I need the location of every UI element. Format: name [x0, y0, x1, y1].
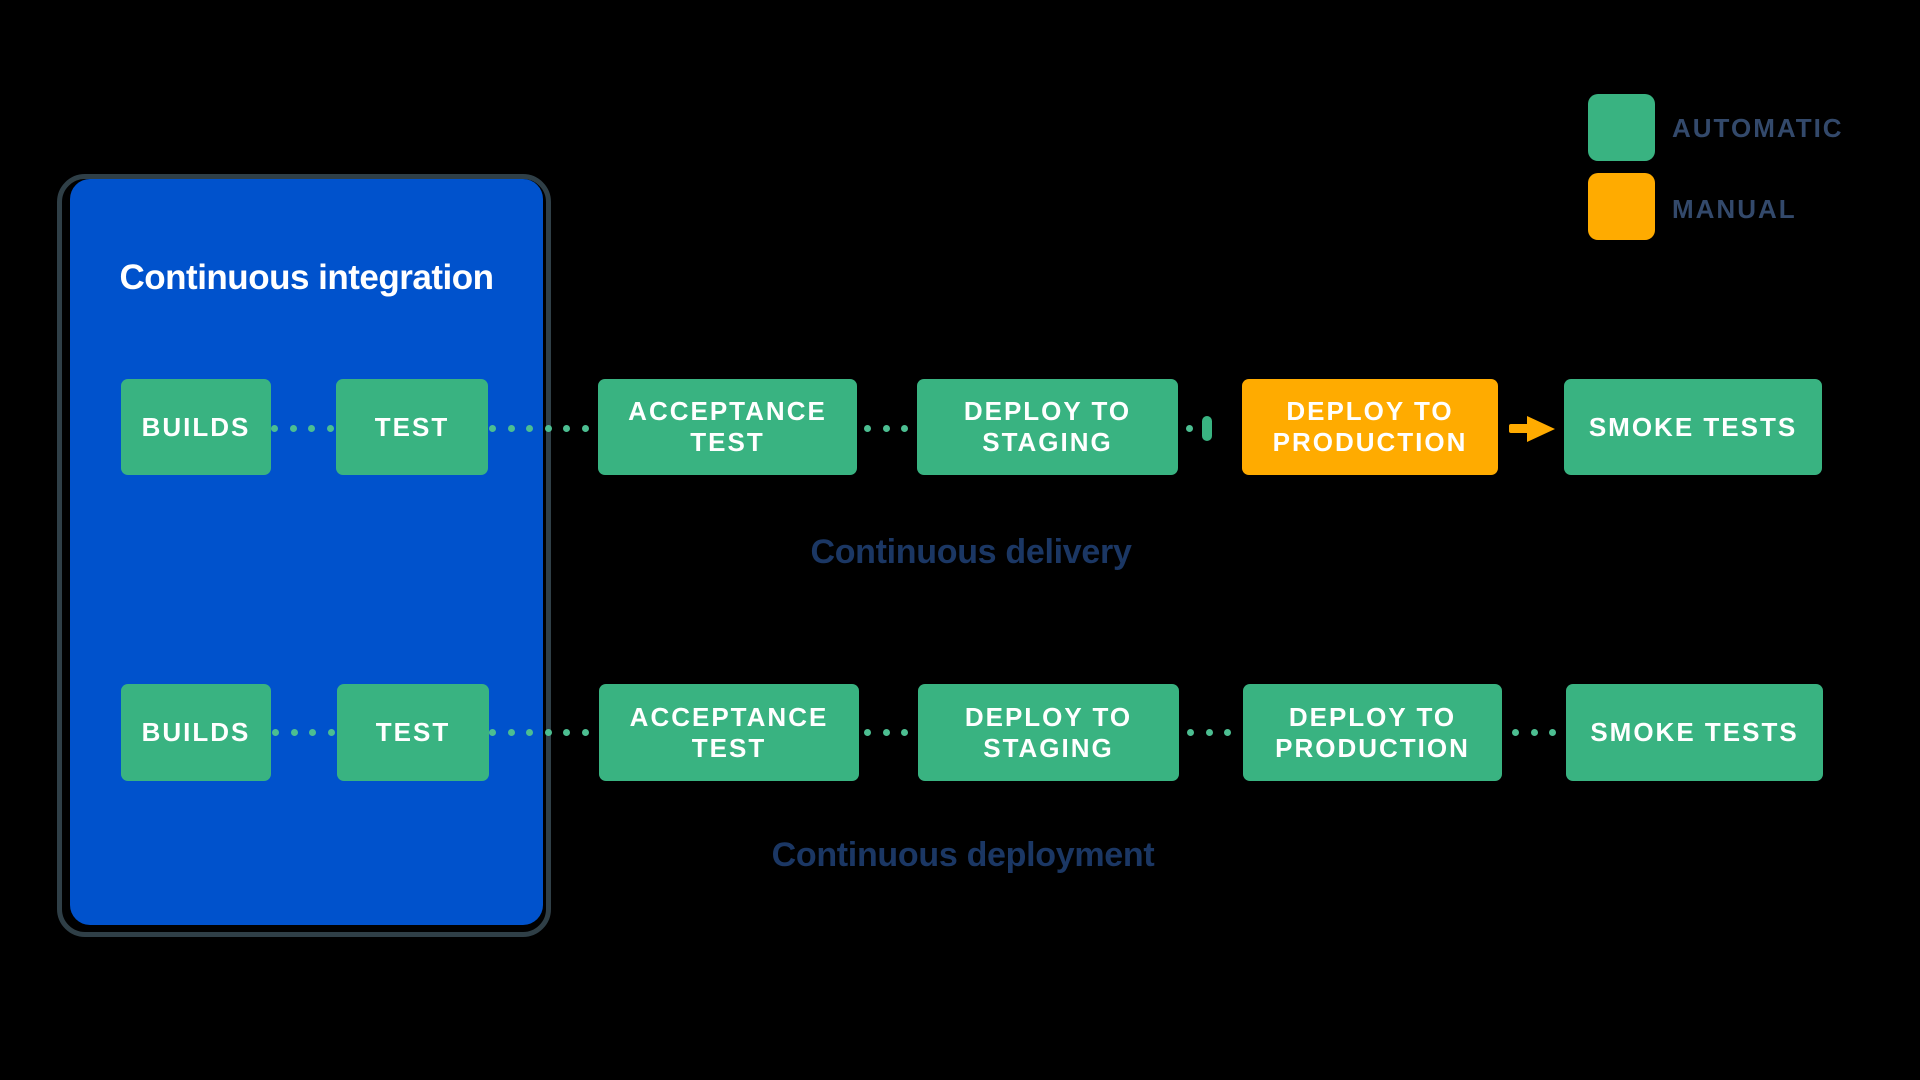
node-label: BUILDS [141, 411, 251, 442]
node-label: SMOKE TESTS [1590, 717, 1799, 748]
dot [271, 425, 278, 432]
node-label: ACCEPTANCE [629, 701, 829, 732]
dot [507, 729, 515, 736]
deploy-to-production-box-row1: DEPLOY TO PRODUCTION [1242, 379, 1498, 475]
dot [1530, 729, 1538, 736]
dot [272, 729, 279, 736]
test-box-row1: TEST [336, 379, 488, 475]
dot [326, 425, 334, 432]
dot [581, 729, 589, 736]
manual-arrow-icon [1509, 424, 1529, 433]
dot [901, 729, 908, 736]
node-label: TEST [374, 411, 450, 442]
dot [289, 425, 297, 432]
node-label: PRODUCTION [1272, 427, 1468, 457]
dot [1549, 729, 1556, 736]
node-label: DEPLOY TO [1288, 701, 1457, 732]
manual-arrow-icon [1527, 416, 1555, 442]
dot [882, 425, 890, 432]
node-label: TEST [690, 427, 765, 457]
dot [526, 729, 533, 736]
dot [308, 425, 315, 432]
continuous-deployment-caption: Continuous deployment [771, 836, 1155, 874]
builds-box-row1: BUILDS [121, 379, 271, 475]
dot [563, 425, 570, 432]
ci-container: Continuous integration [70, 179, 543, 925]
dot [1224, 729, 1231, 736]
dot [1186, 425, 1193, 432]
manual-gate-pause-bar [1202, 416, 1212, 441]
builds-box-row2: BUILDS [121, 684, 271, 781]
dotted-connector [1187, 729, 1231, 736]
dot [1205, 729, 1213, 736]
ci-container-outline [57, 174, 551, 937]
dot [901, 425, 908, 432]
continuous-delivery-caption: Continuous delivery [810, 533, 1132, 571]
dot [327, 729, 335, 736]
node-label: DEPLOY TO [964, 701, 1133, 732]
dot [864, 729, 871, 736]
dotted-connector [864, 425, 908, 432]
dotted-connector [271, 425, 334, 432]
automatic-legend-label: AUTOMATIC [1672, 113, 1844, 143]
node-label: SMOKE TESTS [1588, 411, 1798, 442]
dot [864, 425, 871, 432]
deploy-to-staging-box-row1: DEPLOY TO STAGING [917, 379, 1178, 475]
ci-container-title: Continuous integration [119, 258, 494, 297]
node-label: PRODUCTION [1275, 732, 1470, 763]
dot [507, 425, 515, 432]
dotted-connector [864, 729, 908, 736]
dotted-connector [1186, 425, 1193, 432]
dot [526, 425, 533, 432]
node-label: BUILDS [141, 717, 251, 748]
dot [1512, 729, 1519, 736]
node-label: DEPLOY TO [1286, 396, 1454, 427]
dot [544, 729, 552, 736]
deploy-to-production-box-row2: DEPLOY TO PRODUCTION [1243, 684, 1502, 781]
node-label: DEPLOY TO [963, 396, 1132, 427]
node-label: TEST [691, 732, 767, 763]
dot [489, 729, 496, 736]
smoke-tests-box-row2: SMOKE TESTS [1566, 684, 1823, 781]
dot [1187, 729, 1194, 736]
node-label: ACCEPTANCE [628, 396, 827, 427]
acceptance-test-box-row1: ACCEPTANCE TEST [598, 379, 857, 475]
node-label: TEST [375, 717, 451, 748]
dot [290, 729, 298, 736]
node-label: STAGING [983, 732, 1114, 763]
manual-legend-label: MANUAL [1672, 194, 1797, 224]
dot [581, 425, 589, 432]
dot [489, 425, 496, 432]
dotted-connector [272, 729, 335, 736]
dot [882, 729, 890, 736]
dot [563, 729, 570, 736]
node-label: STAGING [982, 427, 1113, 457]
acceptance-test-box-row2: ACCEPTANCE TEST [599, 684, 859, 781]
dotted-connector [1512, 729, 1556, 736]
dot [544, 425, 552, 432]
dotted-connector [489, 425, 589, 432]
manual-legend-swatch [1588, 173, 1655, 240]
dotted-connector [489, 729, 589, 736]
deploy-to-staging-box-row2: DEPLOY TO STAGING [918, 684, 1179, 781]
test-box-row2: TEST [337, 684, 489, 781]
dot [309, 729, 316, 736]
smoke-tests-box-row1: SMOKE TESTS [1564, 379, 1822, 475]
automatic-legend-swatch [1588, 94, 1655, 161]
